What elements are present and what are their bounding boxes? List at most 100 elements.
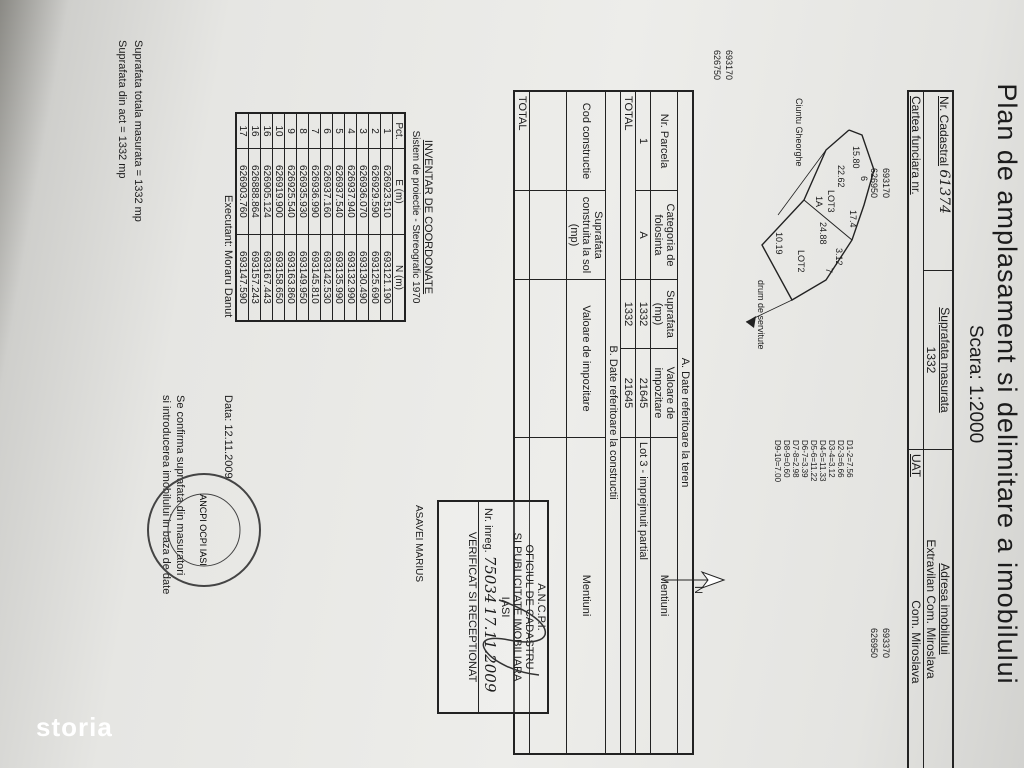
b-col-valoare: Valoare de impozitare <box>566 279 606 438</box>
coord-e: 626937.540 <box>332 148 345 235</box>
b-col-mentiuni: Mentiuni <box>566 437 606 754</box>
dim-0: 15.80 <box>851 146 861 169</box>
parcel-outline <box>761 129 875 301</box>
coord-pct: 4 <box>344 113 357 149</box>
coord-n: 693145.810 <box>308 234 321 321</box>
road-label: drum de servitute <box>756 280 766 350</box>
cell-categoria: A <box>635 190 651 280</box>
official-seal: ANCPI OCPI IASI <box>147 473 261 587</box>
lot-divider <box>803 199 853 241</box>
coord-n: 693163.860 <box>284 234 297 321</box>
coord-e: 626888.864 <box>248 148 261 235</box>
coord-n: 693125.690 <box>368 234 381 321</box>
b-col-cod: Cod constructie <box>566 91 606 191</box>
b-col-suprafata: Suprafata construita la sol (mp) <box>566 190 606 280</box>
coord-pct: 16 <box>260 113 273 149</box>
coord-pct: 2 <box>368 113 381 149</box>
lot1a-label: 1A <box>814 196 824 208</box>
executant: Executant: Moraru Danut <box>222 195 234 318</box>
col-suprafata: Suprafata (mp) <box>650 279 678 349</box>
total-row: TOTAL 1332 21645 <box>620 91 636 754</box>
coord-n: 693147.590 <box>236 234 249 321</box>
cell-mentiuni: Lot 3 - imprejmuit partial <box>635 437 651 754</box>
cell-parcela: 1 <box>635 91 651 191</box>
dim-1: 6 <box>859 176 869 182</box>
total-label: TOTAL <box>620 91 636 280</box>
dim-4: 24.88 <box>818 222 828 245</box>
inspector-name: ASAVEI MARIUS <box>413 505 424 583</box>
coord-n: 693121.190 <box>380 234 393 321</box>
neighbor-label: Ciuntu Gheorghe <box>794 98 804 167</box>
coord-e: 626903.760 <box>236 148 249 235</box>
stamp-nr-label: Nr. inreg. <box>482 508 494 553</box>
b-total-label: TOTAL <box>514 91 530 191</box>
dist-item: D1-2=7.56 <box>845 440 854 478</box>
coord-pct: 1 <box>380 113 393 149</box>
dim-2: 17.4 <box>848 210 858 228</box>
storia-watermark: storia <box>36 712 113 742</box>
col-pct: Pct. <box>392 113 405 149</box>
table-row: 1 A 1332 21645 Lot 3 - imprejmuit partia… <box>635 91 651 754</box>
coord-n: 693158.650 <box>272 234 285 321</box>
coord-pct: 17 <box>236 113 249 149</box>
coord-top-y: 626950 <box>869 168 879 199</box>
coord-n: 693135.990 <box>332 234 345 321</box>
neighbor-boundary <box>777 149 827 216</box>
coord-e: 626937.940 <box>344 148 357 235</box>
coord-n: 693167.443 <box>260 234 273 321</box>
cell-valoare: 21645 <box>635 348 651 438</box>
coord-e: 626905.124 <box>260 148 273 235</box>
coord-e: 626919.900 <box>272 148 285 235</box>
total-valoare: 21645 <box>620 348 636 438</box>
col-e: E (m) <box>392 148 405 235</box>
coord-e: 626936.070 <box>356 148 369 235</box>
area-act: Suprafata din act = 1332 mp <box>116 40 128 179</box>
north-arrow-head <box>700 570 726 590</box>
inventory-title: INVENTAR DE COORDONATE <box>422 139 434 295</box>
dist-item: D8-9=0.60 <box>782 440 791 478</box>
coord-e: 626929.590 <box>368 148 381 235</box>
total-suprafata: 1332 <box>620 279 636 349</box>
coord-pct: 5 <box>332 113 345 149</box>
dim-5: 3.12 <box>834 248 844 266</box>
col-categoria: Categoria de folosinta <box>650 190 678 280</box>
cell-suprafata: 1332 <box>635 279 651 349</box>
coord-pct: 9 <box>284 113 297 149</box>
road-arrow-head <box>746 316 756 328</box>
dist-item: D4-5=11.33 <box>818 440 827 482</box>
distance-list: D1-2=7.56 D2-3=6.66 D3-4=3.12 D4-5=11.33… <box>773 440 854 482</box>
coord-pct: 6 <box>320 113 333 149</box>
dist-item: D7-8=2.98 <box>791 440 800 478</box>
dist-item: D6-7=3.39 <box>800 440 809 478</box>
section-b-title: B. Date referitoare la constructii <box>605 91 621 754</box>
dist-item: D3-4=3.12 <box>827 440 836 478</box>
coord-e: 626925.540 <box>284 148 297 235</box>
dist-item: D5-6=11.22 <box>809 440 818 482</box>
coord-n: 693132.990 <box>344 234 357 321</box>
coord-top-x: 693170 <box>881 168 891 199</box>
signature-mark <box>482 599 547 676</box>
coord-left-y: 626750 <box>712 50 722 81</box>
coord-pct: 3 <box>356 113 369 149</box>
coord-pct: 16 <box>248 113 261 149</box>
coord-n: 693130.490 <box>356 234 369 321</box>
coord-right-x: 693370 <box>881 628 891 659</box>
coord-pct: 7 <box>308 113 321 149</box>
col-valoare: Valoare de impozitare <box>650 348 678 438</box>
coord-e: 626923.510 <box>380 148 393 235</box>
dim-3: 22.62 <box>836 165 846 188</box>
coord-pct: 10 <box>272 113 285 149</box>
